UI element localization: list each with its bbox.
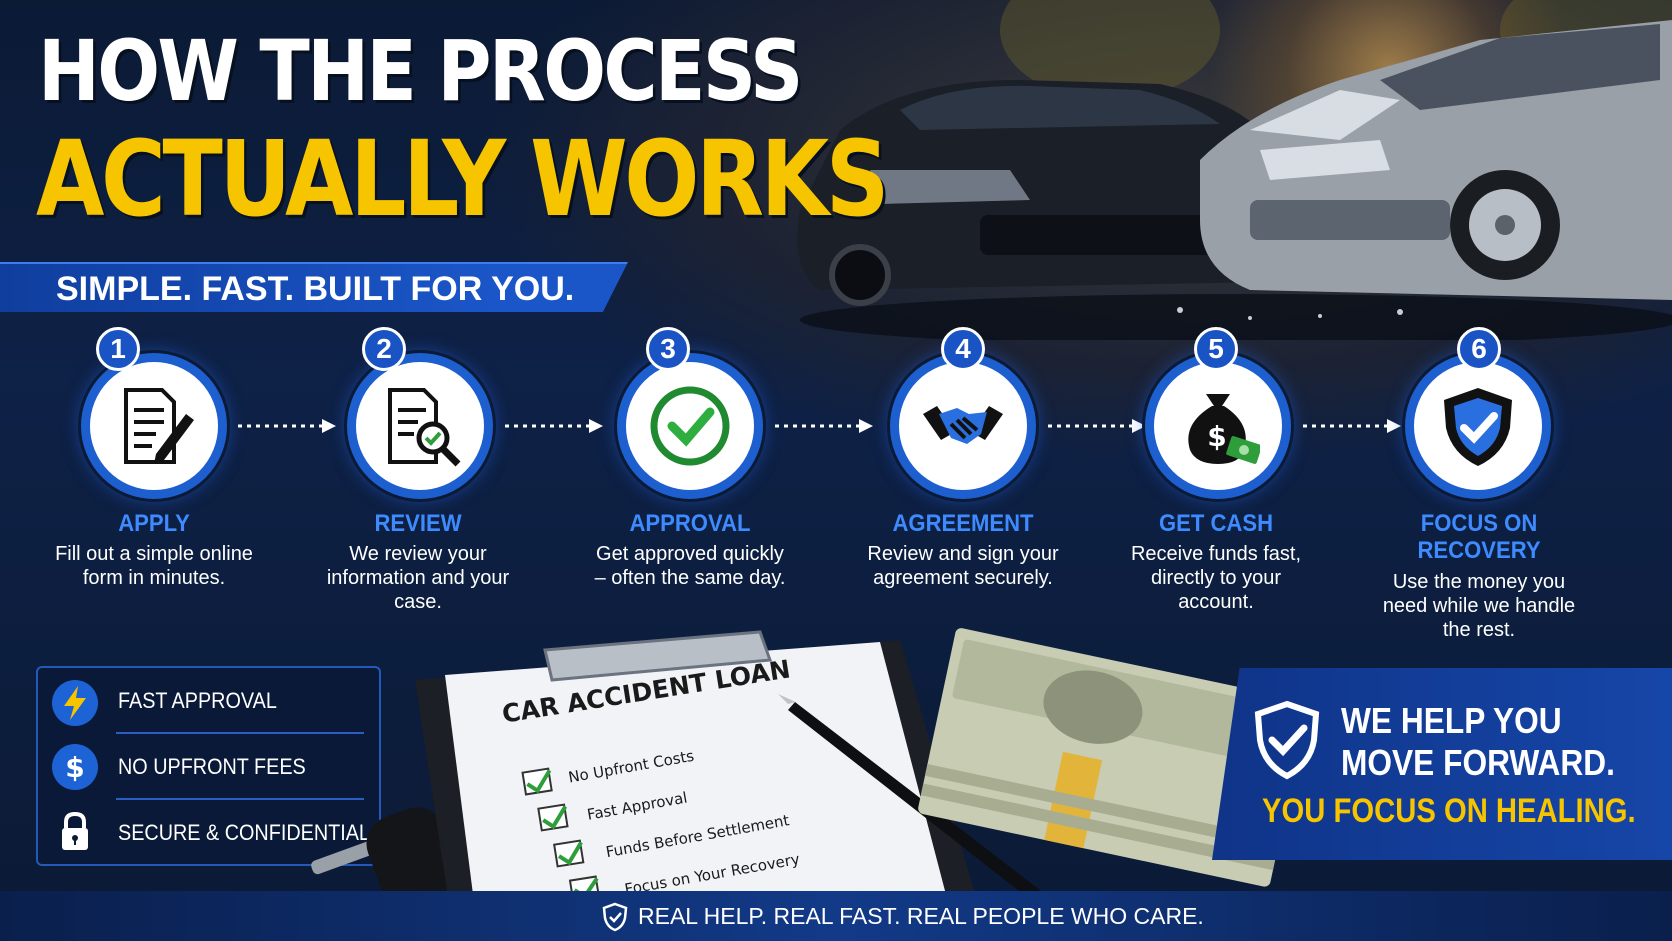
step-6-circle [1405,353,1551,499]
lightning-icon [52,680,98,726]
promo-line-1: WE HELP YOU [1341,700,1562,741]
check-circle-icon [650,386,730,466]
headline-line-2: ACTUALLY WORKS [36,118,889,240]
promo-line-2: MOVE FORWARD. [1341,742,1615,783]
subtitle: SIMPLE. FAST. BUILT FOR YOU. [56,270,575,308]
dollar-icon: $ [52,744,98,790]
feature-no-upfront-fees: NO UPFRONT FEES [118,754,306,779]
arrow-right-icon [238,419,336,433]
step-3-title: APPROVAL [629,510,751,537]
footer-bar [0,891,1672,941]
clipboard-cash-image [311,628,1308,891]
step-6-title-line-2: RECOVERY [1417,537,1541,564]
step-3-text: Get approved quickly – often the same da… [594,543,786,589]
step-2-title: REVIEW [374,510,462,537]
money-bag-icon: $ [1188,394,1260,464]
arrow-right-icon [1303,419,1401,433]
lock-icon [52,808,98,854]
arrow-right-icon [775,419,873,433]
promo-banner [1212,668,1672,860]
step-2-number: 2 [362,327,406,371]
step-6-text: Use the money you need while we handle t… [1382,571,1576,641]
crashed-cars-image [797,20,1672,340]
arrow-right-icon [505,419,603,433]
step-4-title: AGREEMENT [892,510,1034,537]
headline-line-1: HOW THE PROCESS [38,22,803,120]
promo-heading: WE HELP YOU MOVE FORWARD. [1341,700,1615,784]
arrow-right-icon [1048,419,1146,433]
step-6-title-line-1: FOCUS ON [1420,510,1538,537]
step-4-circle [890,353,1036,499]
step-6-title: FOCUS ON RECOVERY [1359,510,1598,564]
footer-tagline: REAL HELP. REAL FAST. REAL PEOPLE WHO CA… [638,903,1204,929]
feature-fast-approval: FAST APPROVAL [118,688,277,713]
step-1-text: Fill out a simple online form in minutes… [55,543,253,589]
step-5-text: Receive funds fast, directly to your acc… [1130,543,1302,613]
svg-text:$: $ [65,751,84,784]
subtitle-banner [0,262,628,312]
step-6-number: 6 [1457,327,1501,371]
step-1-title: APPLY [118,510,190,537]
step-2-text: We review your information and your case… [326,543,510,613]
svg-text:$: $ [1207,420,1226,453]
step-1-number: 1 [96,327,140,371]
step-3-number: 3 [646,327,690,371]
shield-check-icon [1254,700,1320,780]
step-1-circle [81,353,227,499]
shield-check-icon [1444,388,1512,466]
divider [116,732,364,734]
step-3-circle [617,353,763,499]
step-4-text: Review and sign your agreement securely. [867,543,1059,589]
step-5-circle: $ [1145,353,1291,499]
promo-line-3: YOU FOCUS ON HEALING. [1262,792,1636,830]
step-2-circle [347,353,493,499]
step-5-title: GET CASH [1158,510,1274,537]
feature-secure-confidential: SECURE & CONFIDENTIAL [118,820,370,845]
form-pen-icon [124,388,194,464]
step-5-number: 5 [1194,327,1238,371]
handshake-icon [923,406,1003,444]
document-magnifier-icon [388,388,461,467]
step-4-number: 4 [941,327,985,371]
features-box: FAST APPROVAL $ NO UPFRONT FEES SECURE &… [36,666,381,866]
divider [116,798,364,800]
shield-check-icon [602,902,628,932]
